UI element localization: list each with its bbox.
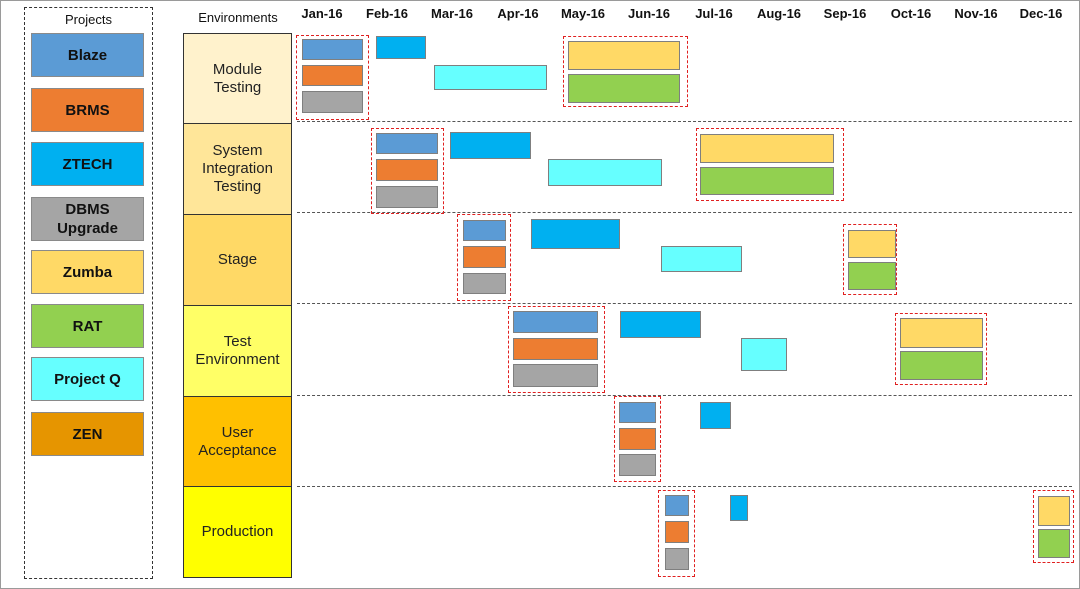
bar-rat bbox=[1038, 529, 1070, 558]
bar-zumba bbox=[900, 318, 983, 348]
row-separator bbox=[297, 121, 1072, 122]
month-aug-16: Aug-16 bbox=[756, 6, 802, 21]
month-mar-16: Mar-16 bbox=[431, 6, 473, 21]
bar-ztech bbox=[700, 402, 731, 429]
bar-blaze bbox=[665, 495, 689, 516]
release-group bbox=[563, 36, 688, 107]
legend-item-zen: ZEN bbox=[31, 412, 144, 456]
month-feb-16: Feb-16 bbox=[366, 6, 408, 21]
bar-ztech bbox=[450, 132, 531, 159]
month-oct-16: Oct-16 bbox=[890, 6, 932, 21]
bar-brms bbox=[513, 338, 598, 360]
release-group bbox=[1033, 490, 1074, 563]
legend-title: Projects bbox=[65, 12, 112, 27]
bar-brms bbox=[302, 65, 363, 86]
environments-header: Environments bbox=[198, 10, 278, 25]
projects-legend bbox=[24, 7, 153, 579]
env-stage: Stage bbox=[183, 215, 292, 306]
legend-item-rat: RAT bbox=[31, 304, 144, 348]
release-group bbox=[614, 396, 661, 482]
env-production: Production bbox=[183, 487, 292, 578]
bar-dbms-upgrade bbox=[463, 273, 506, 294]
bar-blaze bbox=[302, 39, 363, 60]
bar-rat bbox=[700, 167, 834, 195]
bar-brms bbox=[665, 521, 689, 543]
release-group bbox=[508, 306, 605, 393]
month-sep-16: Sep-16 bbox=[823, 6, 867, 21]
release-group bbox=[843, 224, 897, 295]
legend-item-ztech: ZTECH bbox=[31, 142, 144, 186]
month-jul-16: Jul-16 bbox=[695, 6, 733, 21]
bar-zumba bbox=[1038, 496, 1070, 526]
bar-ztech bbox=[376, 36, 426, 59]
bar-brms bbox=[463, 246, 506, 268]
month-may-16: May-16 bbox=[560, 6, 606, 21]
bar-dbms-upgrade bbox=[619, 454, 656, 476]
row-separator bbox=[297, 486, 1072, 487]
release-group bbox=[696, 128, 844, 201]
month-jan-16: Jan-16 bbox=[301, 6, 343, 21]
bar-rat bbox=[848, 262, 896, 290]
bar-dbms-upgrade bbox=[513, 364, 598, 387]
release-group bbox=[895, 313, 987, 385]
bar-blaze bbox=[619, 402, 656, 423]
bar-zumba bbox=[848, 230, 896, 258]
bar-blaze bbox=[513, 311, 598, 333]
bar-brms bbox=[619, 428, 656, 450]
bar-zumba bbox=[700, 134, 834, 163]
env-test-environment: Test Environment bbox=[183, 306, 292, 397]
release-group bbox=[296, 35, 369, 120]
bar-dbms-upgrade bbox=[376, 186, 438, 208]
legend-item-zumba: Zumba bbox=[31, 250, 144, 294]
month-nov-16: Nov-16 bbox=[954, 6, 998, 21]
month-apr-16: Apr-16 bbox=[497, 6, 539, 21]
bar-rat bbox=[900, 351, 983, 380]
bar-zumba bbox=[568, 41, 680, 70]
bar-ztech bbox=[531, 219, 620, 249]
legend-item-project-q: Project Q bbox=[31, 357, 144, 401]
env-user-acceptance: User Acceptance bbox=[183, 397, 292, 487]
legend-item-dbms-upgrade: DBMS Upgrade bbox=[31, 197, 144, 241]
month-dec-16: Dec-16 bbox=[1019, 6, 1063, 21]
bar-ztech bbox=[620, 311, 701, 338]
legend-item-blaze: Blaze bbox=[31, 33, 144, 77]
row-separator bbox=[297, 212, 1072, 213]
row-separator bbox=[297, 303, 1072, 304]
bar-project-q bbox=[548, 159, 662, 186]
bar-ztech bbox=[730, 495, 748, 521]
env-system-integration-testing: System Integration Testing bbox=[183, 124, 292, 215]
legend-item-brms: BRMS bbox=[31, 88, 144, 132]
bar-brms bbox=[376, 159, 438, 181]
bar-project-q bbox=[741, 338, 787, 371]
bar-project-q bbox=[661, 246, 742, 272]
release-group bbox=[457, 214, 511, 301]
month-jun-16: Jun-16 bbox=[628, 6, 670, 21]
bar-blaze bbox=[463, 220, 506, 241]
bar-dbms-upgrade bbox=[665, 548, 689, 570]
env-module-testing: Module Testing bbox=[183, 33, 292, 124]
row-separator bbox=[297, 395, 1072, 396]
bar-project-q bbox=[434, 65, 547, 90]
bar-dbms-upgrade bbox=[302, 91, 363, 113]
release-group bbox=[658, 490, 695, 577]
bar-blaze bbox=[376, 133, 438, 154]
bar-rat bbox=[568, 74, 680, 103]
release-group bbox=[371, 128, 444, 214]
